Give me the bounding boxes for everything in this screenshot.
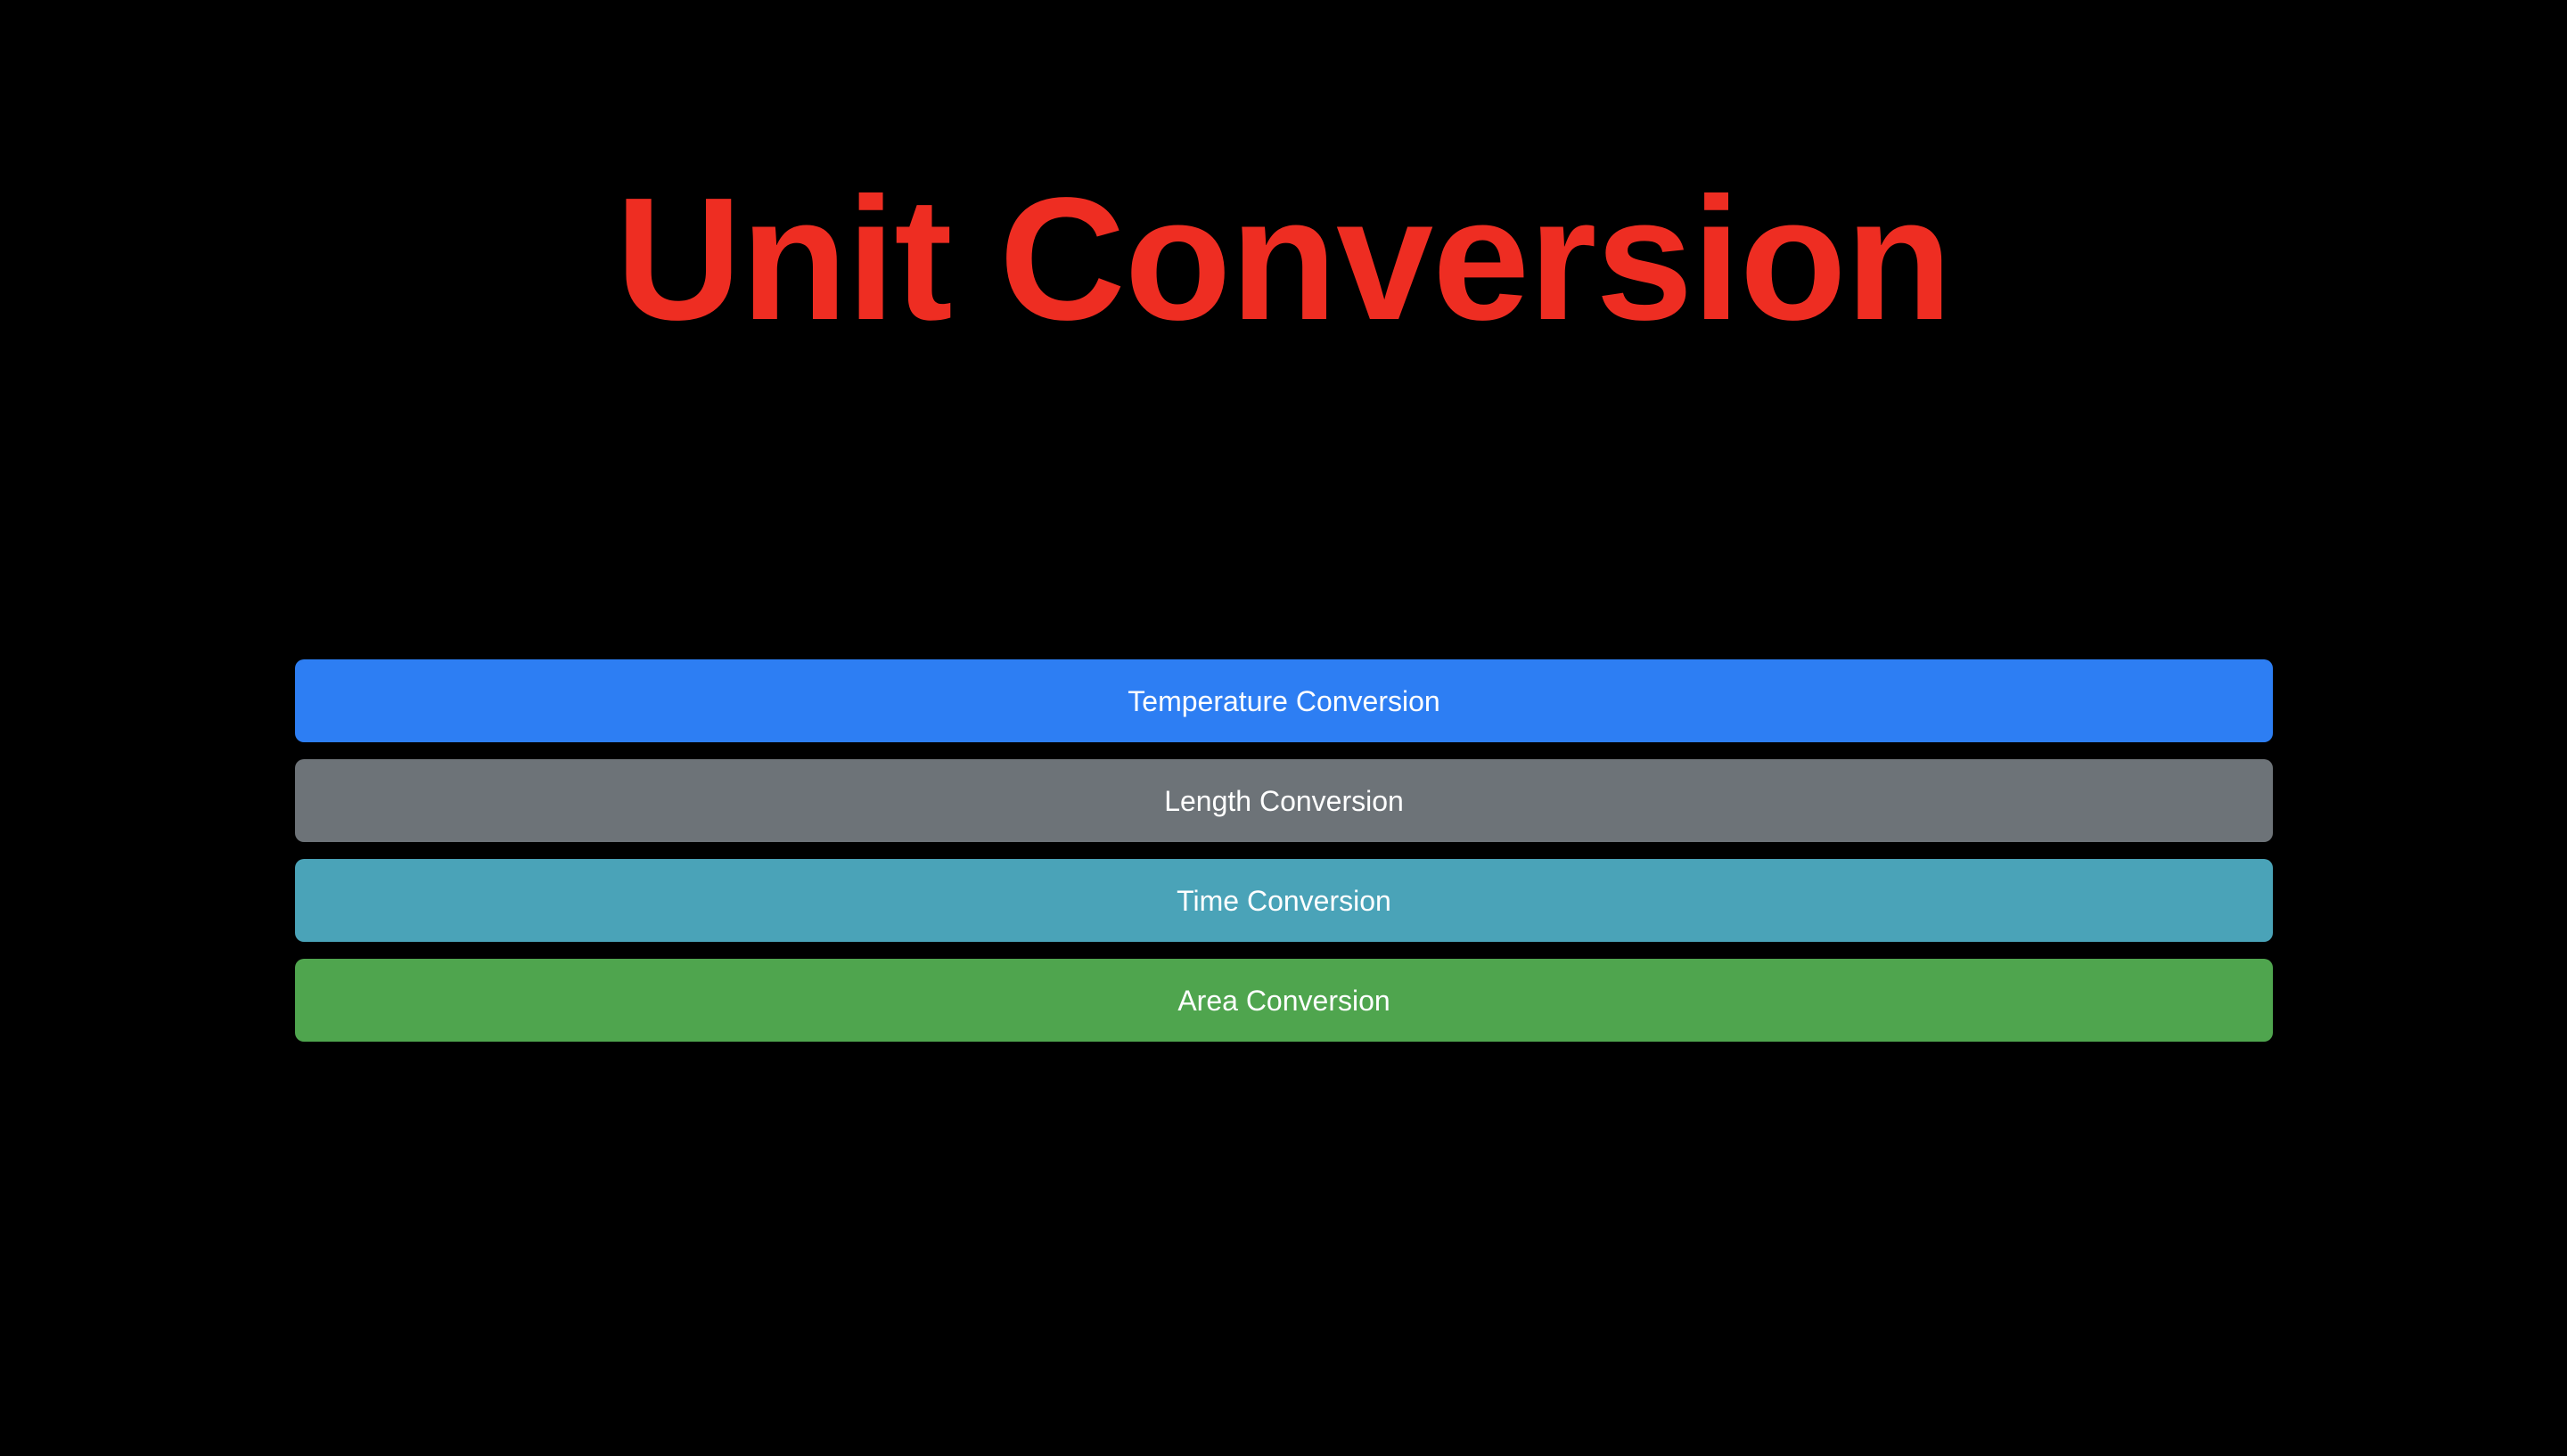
conversion-button-list: Temperature Conversion Length Conversion… [295,659,2273,1042]
area-conversion-button[interactable]: Area Conversion [295,959,2273,1042]
temperature-conversion-button[interactable]: Temperature Conversion [295,659,2273,742]
page-title: Unit Conversion [615,161,1953,357]
time-conversion-button[interactable]: Time Conversion [295,859,2273,942]
length-conversion-button[interactable]: Length Conversion [295,759,2273,842]
